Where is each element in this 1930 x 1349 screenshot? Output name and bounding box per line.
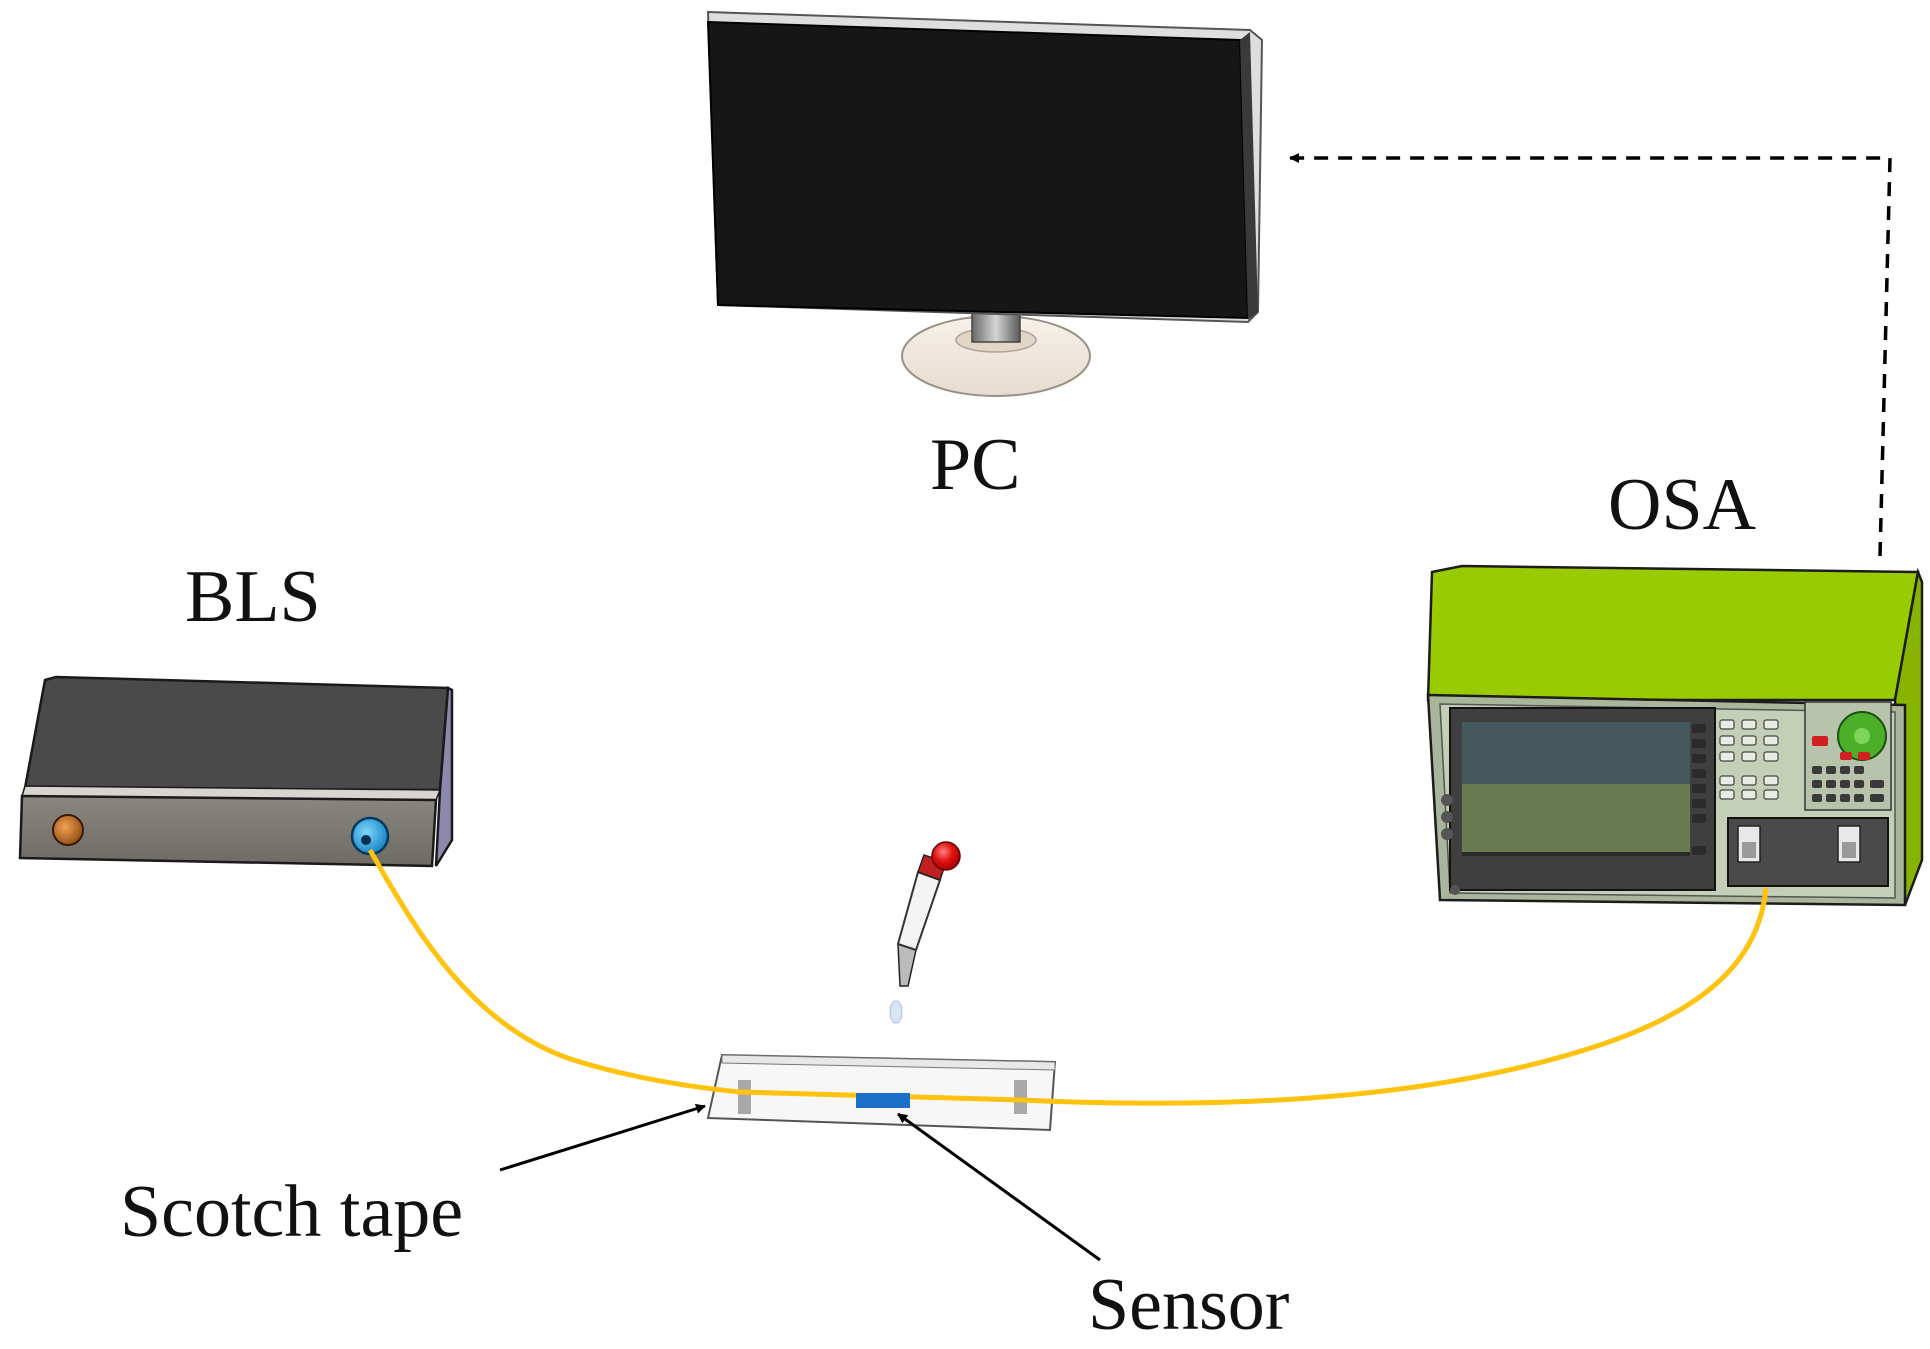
osa-red-button: [1812, 736, 1828, 746]
scotch-tape-label: Scotch tape: [120, 1171, 464, 1253]
bls-label: BLS: [185, 556, 321, 638]
pipette-tube: [896, 870, 942, 952]
bls-output-connector: [350, 816, 390, 856]
pc-monitor-icon: [706, 10, 1264, 397]
osa-keypad: [1719, 719, 1779, 800]
bls-power-knob: [52, 814, 84, 846]
bls-front-panel: [18, 794, 438, 868]
pipette-tip: [897, 942, 917, 987]
data-link-arrow: [1289, 153, 1892, 557]
bls-top-face: [23, 675, 450, 792]
sensor-pointer: [897, 1112, 1101, 1262]
bls-side-face: [434, 686, 454, 867]
sensor-slide: [706, 1053, 1057, 1132]
osa-top-face: [1426, 564, 1920, 702]
osa-spectrum-analyzer-icon: [1426, 564, 1924, 907]
sensor-strip: [856, 1093, 910, 1108]
droplet: [889, 1000, 903, 1024]
sensor-label: Sensor: [1088, 1264, 1290, 1346]
osa-side-button: [1441, 794, 1453, 806]
osa-label: OSA: [1608, 464, 1757, 546]
monitor-screen: [706, 20, 1250, 320]
osa-display-top: [1462, 722, 1690, 784]
pipette-icon: [889, 841, 961, 1024]
scotch-tape-right: [1014, 1080, 1027, 1114]
osa-display-bottom: [1462, 784, 1690, 852]
bls-light-source-icon: [18, 675, 454, 868]
pipette-bulb: [931, 841, 961, 871]
optical-fiber: [367, 848, 1769, 1106]
scotch-tape-pointer: [499, 1103, 706, 1172]
scotch-tape-left: [738, 1080, 751, 1114]
osa-soft-keys: [1692, 724, 1706, 855]
monitor-side-edge: [1240, 32, 1258, 320]
pc-label: PC: [930, 424, 1021, 506]
